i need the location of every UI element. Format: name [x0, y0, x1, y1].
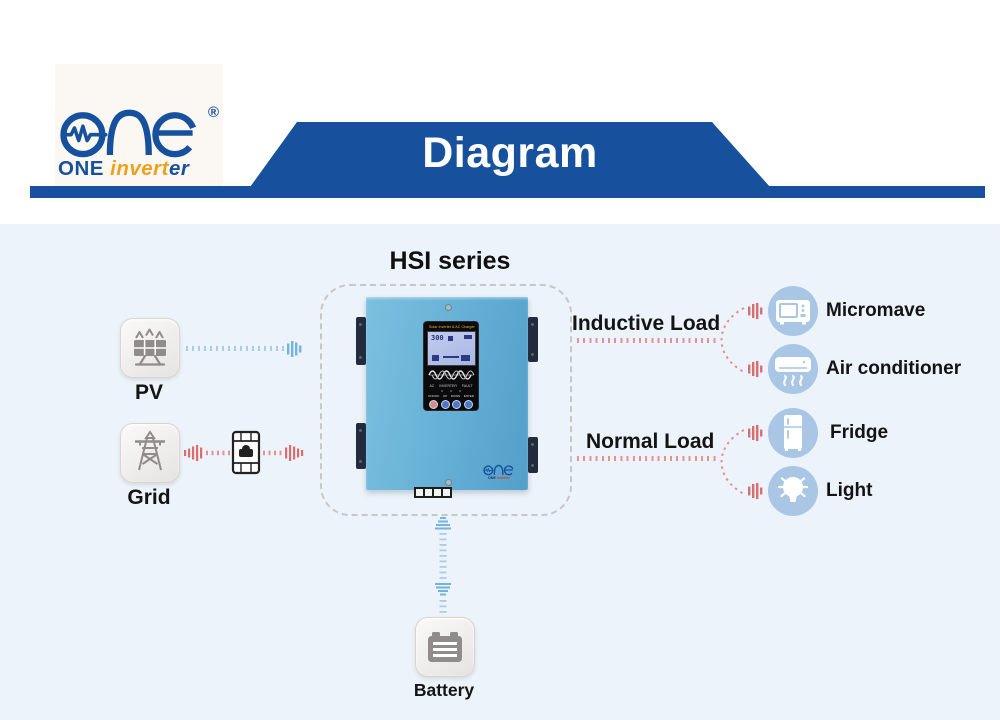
ac-label: Air conditioner [826, 358, 962, 379]
label-down: DOWN [450, 394, 461, 398]
mount-bracket [528, 317, 538, 362]
banner-title: Diagram [422, 129, 598, 177]
inductive-branch [720, 303, 763, 377]
grid-tile [120, 423, 180, 483]
inverter-device: Solar Inverter & AC Charger 300 [356, 297, 538, 498]
button-row [429, 399, 473, 409]
screw-icon [445, 304, 452, 311]
pv-tile [120, 318, 180, 378]
up-button [440, 399, 450, 409]
microwave-bubble [768, 286, 818, 336]
led-icon [449, 389, 452, 392]
banner-underline [30, 186, 985, 198]
fridge-icon [784, 415, 802, 451]
enter-button [463, 399, 473, 409]
inductive-load-line [577, 338, 717, 343]
solar-panel-icon [134, 328, 166, 366]
wordmark-one: ONE [58, 157, 104, 180]
mount-bracket [356, 317, 366, 365]
lcd-glyph [464, 335, 472, 339]
lcd-glyph [448, 336, 453, 341]
status-labels: AC INVERTER FAULT [427, 384, 475, 388]
status-ac: AC [429, 384, 435, 388]
button-labels: ON/OFF UP DOWN ENTER [428, 394, 474, 398]
battery-tile [415, 617, 475, 677]
normal-load-label: Normal Load [586, 430, 715, 453]
oae-logo-icon [57, 106, 205, 160]
pv-line [186, 341, 302, 357]
wordmark-invert: invert [110, 157, 169, 180]
banner: Diagram [250, 122, 770, 187]
led-row [437, 389, 465, 392]
led-icon [459, 389, 462, 392]
system-boundary [320, 284, 572, 516]
screw-icon [445, 479, 452, 486]
lcd-screen: 300 [427, 331, 476, 366]
diagram-area: HSI series Solar Inverter & AC Charger 3… [0, 224, 1000, 720]
microwave-label: Micromave [826, 300, 926, 321]
status-inverter: INVERTER [439, 384, 457, 388]
battery-line [435, 517, 451, 613]
pv-label: PV [134, 381, 163, 404]
series-title: HSI series [389, 247, 511, 275]
normal-load-line [577, 456, 717, 461]
lcd-glyph [443, 356, 459, 358]
breaker-icon [231, 430, 261, 475]
device-brand-logo: ONE inverter [482, 464, 516, 480]
light-label: Light [826, 480, 873, 501]
lcd-glyph [461, 355, 470, 361]
status-fault: FAULT [461, 384, 473, 388]
led-icon [440, 389, 443, 392]
brand-wordmark: ONE inverter [58, 157, 189, 181]
fridge-bubble [768, 408, 818, 458]
mount-bracket [528, 437, 538, 473]
grid-line [184, 430, 304, 475]
lcd-glyph [432, 355, 439, 361]
mount-bracket [356, 423, 366, 469]
device-body: Solar Inverter & AC Charger 300 [366, 297, 528, 498]
device-brand-one: ONE [488, 476, 496, 480]
device-brand-inverter: inverter [496, 476, 510, 480]
ac-bubble [768, 344, 818, 394]
onoff-button [429, 399, 438, 409]
down-button [452, 399, 462, 409]
terminal-block [414, 487, 452, 498]
air-conditioner-icon [775, 357, 811, 386]
light-bubble [768, 466, 818, 516]
oae-logo-icon [483, 464, 515, 476]
registered-mark: ® [208, 104, 220, 121]
wave-graphic [427, 370, 475, 380]
power-tower-icon [135, 430, 165, 471]
grid-label: Grid [127, 486, 171, 509]
light-bulb-icon [777, 477, 809, 502]
label-enter: ENTER [463, 394, 474, 398]
label-up: UP [442, 394, 448, 398]
inductive-load-label: Inductive Load [572, 312, 721, 335]
battery-label: Battery [413, 680, 475, 700]
fridge-label: Fridge [830, 422, 889, 443]
panel-title: Solar Inverter & AC Charger [428, 324, 475, 329]
battery-icon [428, 632, 462, 662]
microwave-icon [776, 300, 810, 325]
device-display-panel: Solar Inverter & AC Charger 300 [423, 321, 479, 411]
label-onoff: ON/OFF [428, 394, 440, 398]
lcd-value: 300 [431, 334, 444, 342]
normal-branch [720, 425, 763, 499]
wordmark-er: er [168, 157, 190, 180]
